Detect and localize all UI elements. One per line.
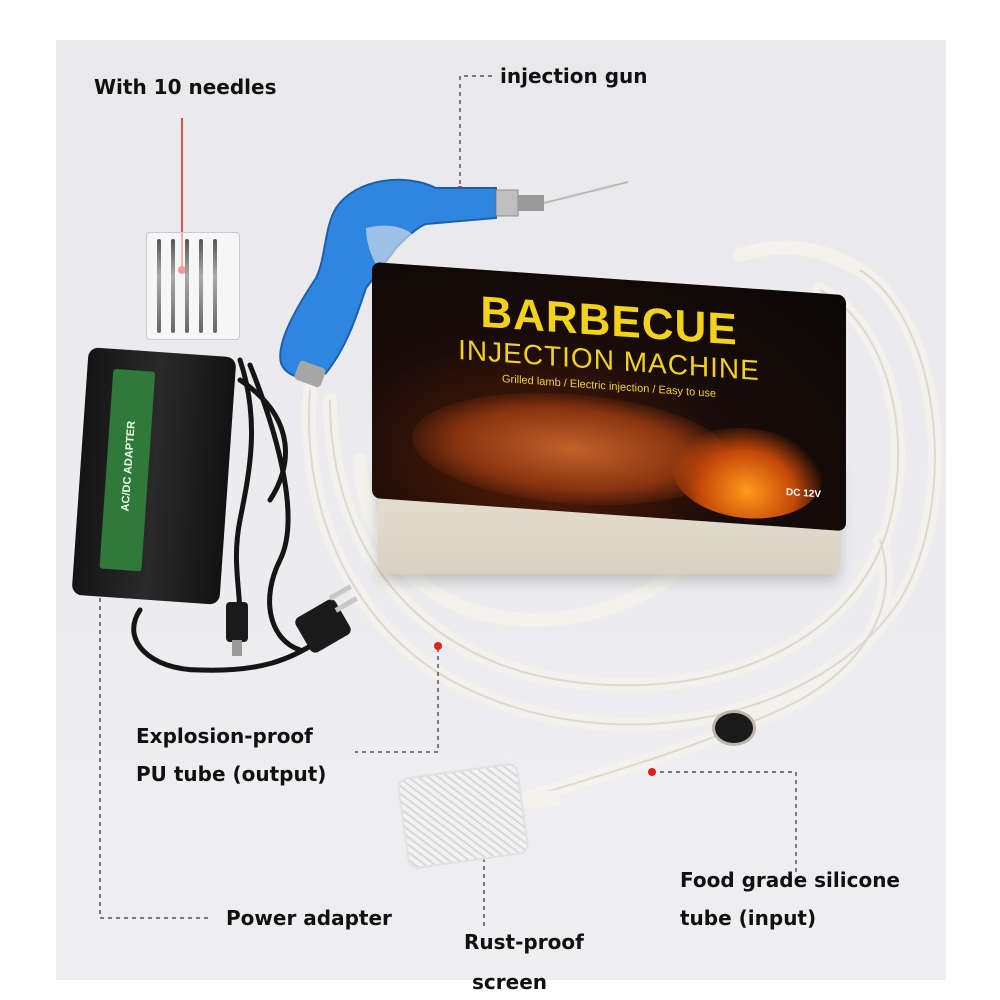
callout-needles: With 10 needles xyxy=(94,75,277,99)
tube-port xyxy=(712,710,756,746)
adapter-label: AC/DC ADAPTER xyxy=(99,368,156,572)
dc-barrel xyxy=(226,602,248,642)
filter-mesh xyxy=(396,761,530,871)
needles-case xyxy=(146,232,240,340)
voltage-spec: DC 12V xyxy=(786,486,822,501)
gun-inlet xyxy=(294,360,326,388)
gun-nozzle xyxy=(518,195,544,211)
callout-silicone-line2: tube (input) xyxy=(680,906,817,930)
callout-screen-line2: screen xyxy=(472,970,547,994)
adapter-body: AC/DC ADAPTER xyxy=(71,347,237,605)
needle xyxy=(157,239,161,333)
flame-image xyxy=(672,422,822,524)
tube-edges xyxy=(308,269,936,801)
callout-screen-line1: Rust-proof xyxy=(464,930,584,954)
plug-prong xyxy=(334,596,358,613)
needle xyxy=(185,239,189,333)
needle xyxy=(213,239,217,333)
callout-pu-tube-line1: Explosion-proof xyxy=(136,724,313,748)
plug-body xyxy=(295,599,351,653)
gun-body xyxy=(279,178,497,380)
callout-injection-gun: injection gun xyxy=(500,64,648,88)
gun-needle xyxy=(543,181,629,204)
callout-silicone-line1: Food grade silicone xyxy=(680,868,900,892)
rust-proof-filter xyxy=(396,761,530,871)
needle xyxy=(171,239,175,333)
gun-chuck xyxy=(495,189,519,217)
dc-tip xyxy=(232,640,242,656)
callout-pu-tube-line2: PU tube (output) xyxy=(136,762,327,786)
plug-prong xyxy=(328,584,352,601)
needles-tray xyxy=(146,232,240,340)
callout-power-adapter: Power adapter xyxy=(226,906,392,930)
power-adapter: AC/DC ADAPTER xyxy=(71,347,237,610)
machine-lid: BARBECUE INJECTION MACHINE Grilled lamb … xyxy=(372,262,846,532)
adapter-label-text: AC/DC ADAPTER xyxy=(119,420,138,512)
injection-machine: BARBECUE INJECTION MACHINE Grilled lamb … xyxy=(372,262,846,746)
power-cord xyxy=(131,357,323,673)
needle xyxy=(199,239,203,333)
